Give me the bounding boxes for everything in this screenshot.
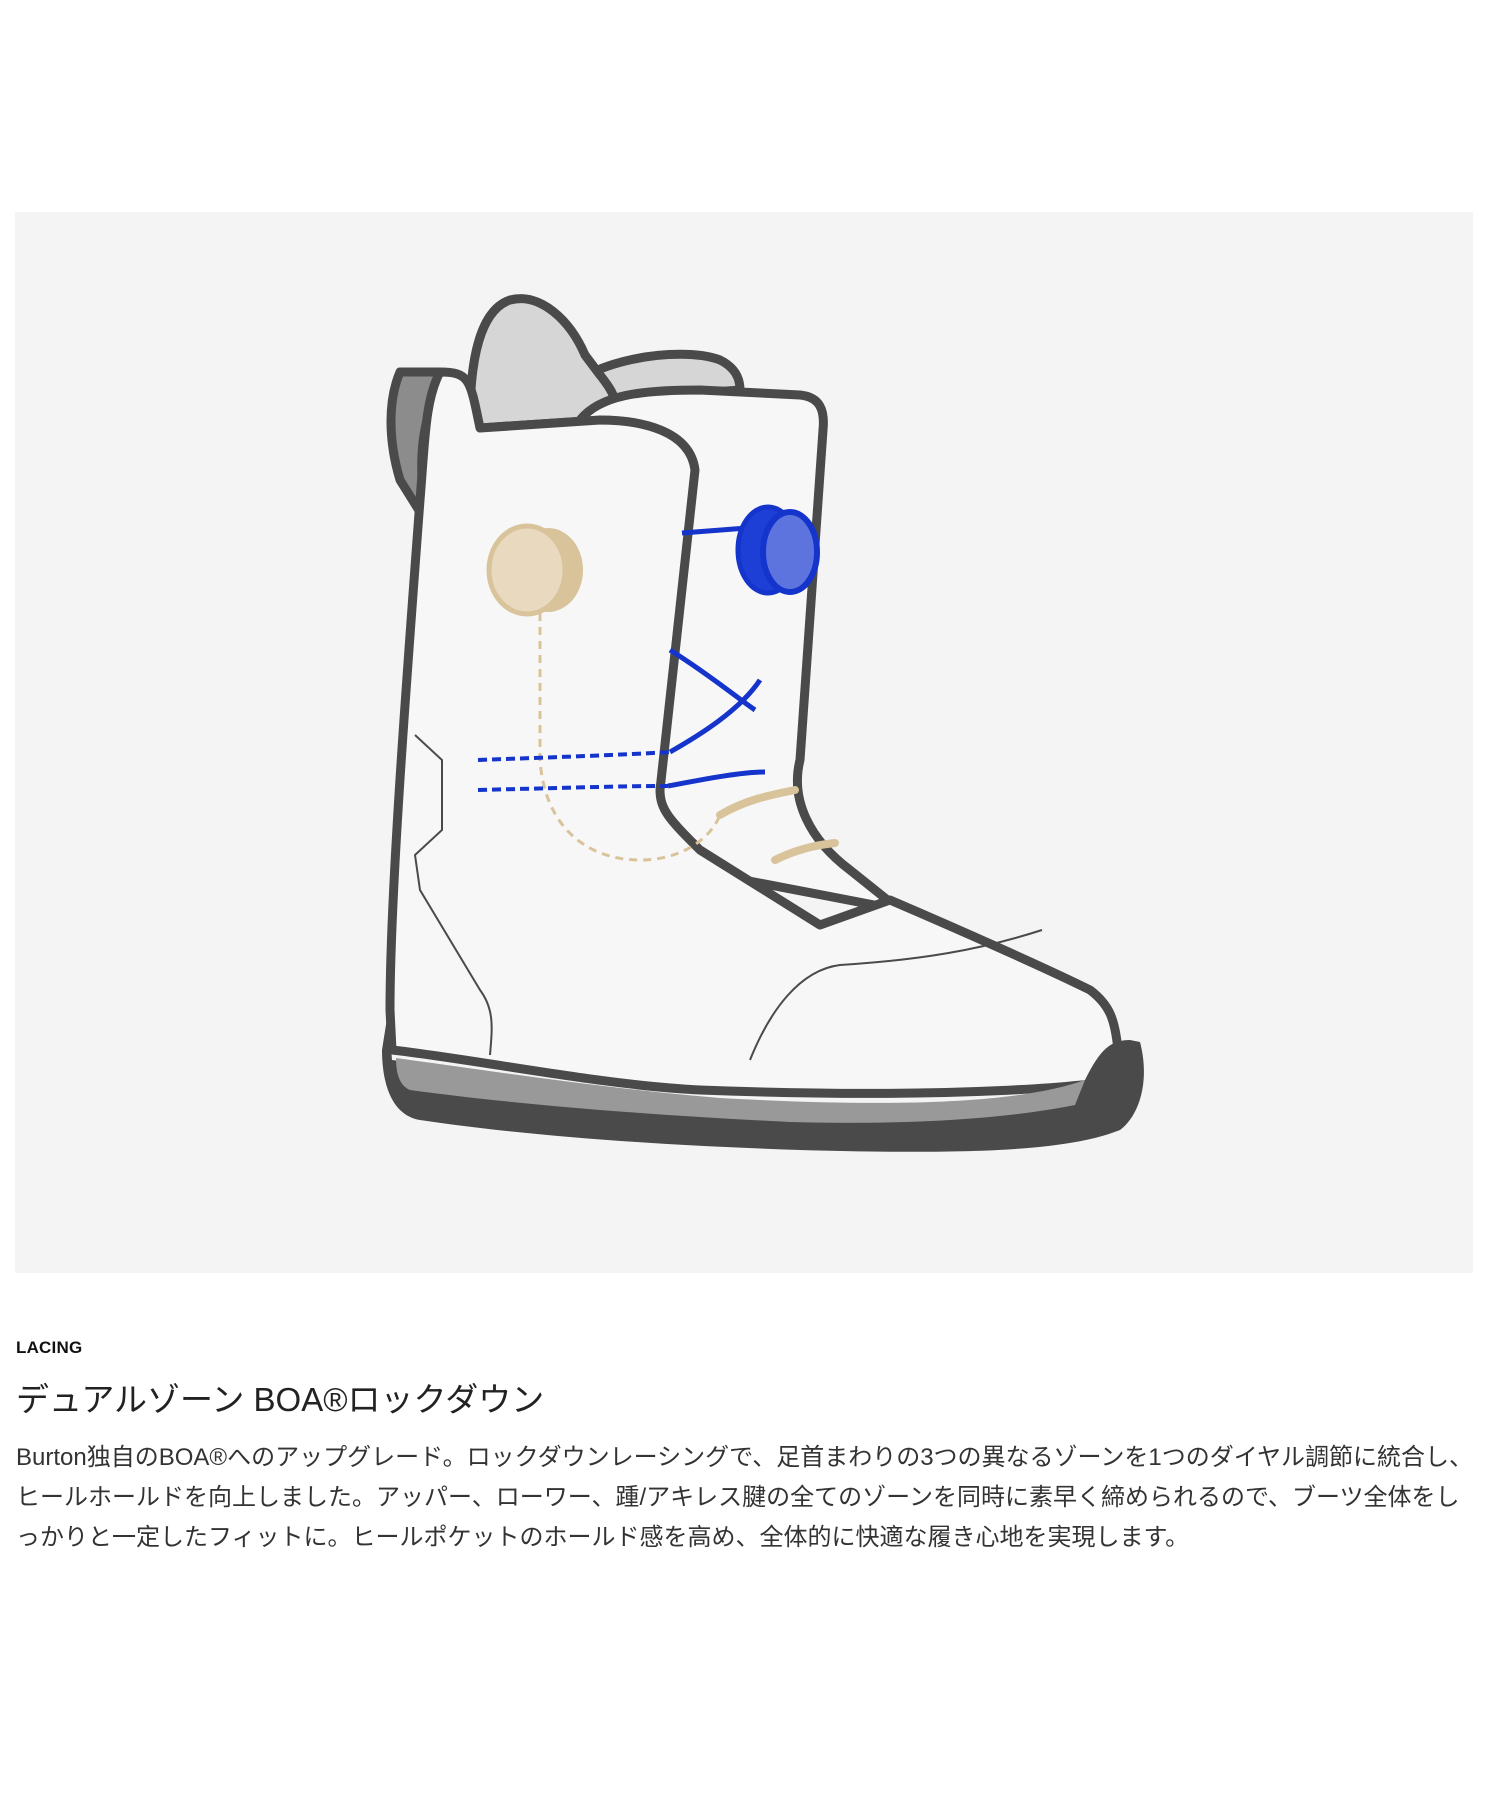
feature-body-text: Burton独自のBOA®へのアップグレード。ロックダウンレーシングで、足首まわ…	[16, 1443, 1473, 1551]
lower-zone-cable-dashed-2	[477, 784, 669, 792]
main-boa-dial-face	[760, 509, 820, 595]
lower-zone-lace-3	[667, 769, 766, 789]
boot-illustration	[382, 294, 1144, 1152]
feature-category-label: LACING	[16, 1338, 83, 1357]
heel-zone-lace-1	[716, 786, 799, 819]
sole-midsole	[396, 1058, 1085, 1123]
toe-cap-line	[749, 929, 1043, 1061]
heel-zone-lace-2	[771, 839, 839, 864]
feature-description: LACING デュアルゾーン BOA®ロックダウン Burton独自のBOA®へ…	[16, 1338, 1476, 1558]
lower-zone-lace-cross-2	[668, 678, 763, 755]
feature-title: デュアルゾーン BOA®ロックダウン	[16, 1381, 545, 1418]
lower-zone-lace-cross-1	[668, 647, 757, 713]
heel-zone-cable	[538, 613, 722, 862]
heel-counter-line	[413, 734, 493, 1056]
boot-illustration-panel	[15, 212, 1473, 1273]
heel-boa-dial-face	[486, 523, 568, 617]
lower-zone-cable-dashed-1	[477, 750, 671, 762]
